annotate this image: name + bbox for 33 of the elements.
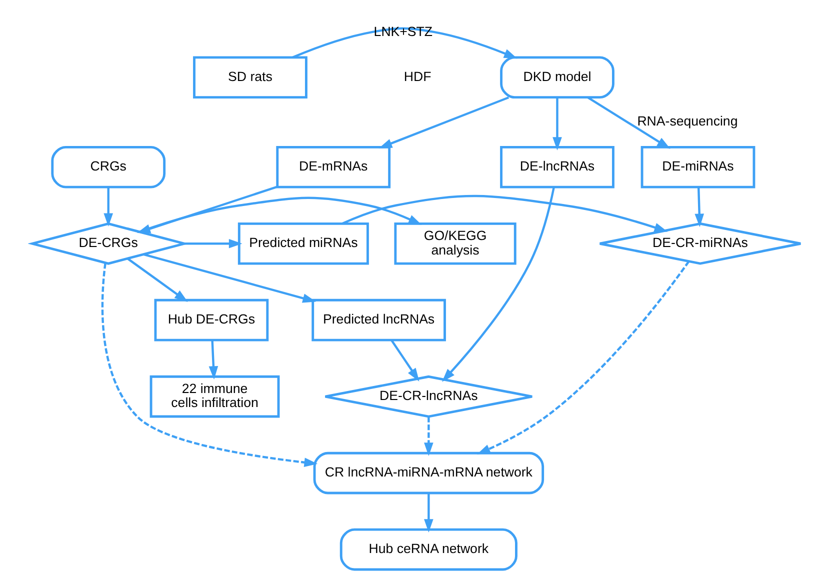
node-box: Hub ceRNA network	[339, 528, 517, 571]
node-box: Predicted miRNAs	[237, 222, 368, 265]
node-box: GO/KEGG analysis	[394, 222, 516, 265]
arrow	[476, 260, 690, 454]
arrow	[142, 253, 316, 303]
node-box: 22 immune cells infiltration	[149, 375, 280, 418]
arrow	[184, 238, 242, 248]
node-diamond: DE-CR-lncRNAs	[324, 375, 533, 418]
arrow	[424, 416, 433, 456]
arrow	[390, 340, 419, 382]
arrow	[103, 187, 113, 227]
arrow	[208, 340, 218, 380]
node-box: DE-mRNAs	[276, 146, 390, 188]
node-box: Hub DE-CRGs	[154, 298, 268, 342]
node-box: DE-miRNAs	[640, 146, 755, 188]
arrow	[126, 258, 188, 302]
arrow	[424, 493, 433, 532]
arrow	[441, 187, 554, 382]
edge-label: RNA-sequencing	[636, 114, 738, 129]
arrow	[292, 27, 517, 59]
node-box: CR lncRNA-miRNA-mRNA network	[312, 452, 544, 494]
node-box: DE-lncRNAs	[500, 146, 614, 188]
arrow	[694, 187, 704, 228]
label: HDF	[403, 68, 431, 84]
arrow	[586, 96, 670, 149]
node-box: Predicted lncRNAs	[311, 298, 446, 342]
arrow	[100, 263, 318, 468]
arrow	[138, 196, 422, 233]
node-box: SD rats	[192, 56, 307, 99]
arrow	[552, 97, 562, 150]
arrow	[378, 96, 509, 148]
node-box: DKD model	[500, 56, 614, 99]
node-box: CRGs	[50, 146, 166, 188]
